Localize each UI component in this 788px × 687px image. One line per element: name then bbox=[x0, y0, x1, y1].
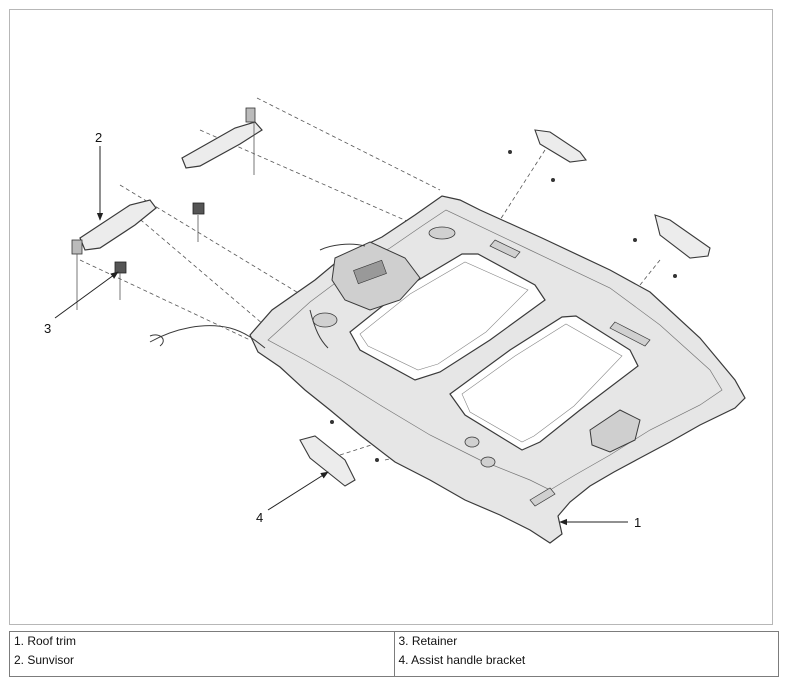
retainer-drawing bbox=[114, 202, 205, 300]
callout-4: 4 bbox=[256, 510, 263, 525]
callout-2: 2 bbox=[95, 130, 102, 145]
callout-leaders bbox=[54, 146, 628, 526]
legend-item-roof-trim: 1. Roof trim bbox=[14, 634, 77, 648]
legend-right-column: 3. Retainer 4. Assist handle bracket bbox=[393, 631, 779, 677]
legend-item-assist-handle-bracket: 4. Assist handle bracket bbox=[398, 653, 526, 667]
bracket-screws bbox=[330, 150, 677, 462]
assist-handle-bracket-drawing bbox=[299, 129, 711, 487]
sunvisor-upper-drawing bbox=[181, 107, 263, 175]
callout-1: 1 bbox=[634, 515, 641, 530]
wiring-harness-drawing bbox=[149, 243, 366, 349]
legend-left-column: 1. Roof trim 2. Sunvisor bbox=[9, 631, 395, 677]
exploded-view-diagram: 1 2 3 4 bbox=[44, 97, 746, 544]
legend-item-sunvisor: 2. Sunvisor bbox=[14, 653, 75, 667]
parts-legend-table: 1. Roof trim 2. Sunvisor 3. Retainer 4. … bbox=[9, 631, 779, 677]
diagram-frame: 1 2 3 4 bbox=[9, 9, 773, 625]
legend-item-retainer: 3. Retainer bbox=[398, 634, 458, 648]
callout-3: 3 bbox=[44, 321, 51, 336]
roof-trim-drawing bbox=[249, 195, 746, 544]
sunvisor-left-drawing bbox=[71, 199, 157, 310]
